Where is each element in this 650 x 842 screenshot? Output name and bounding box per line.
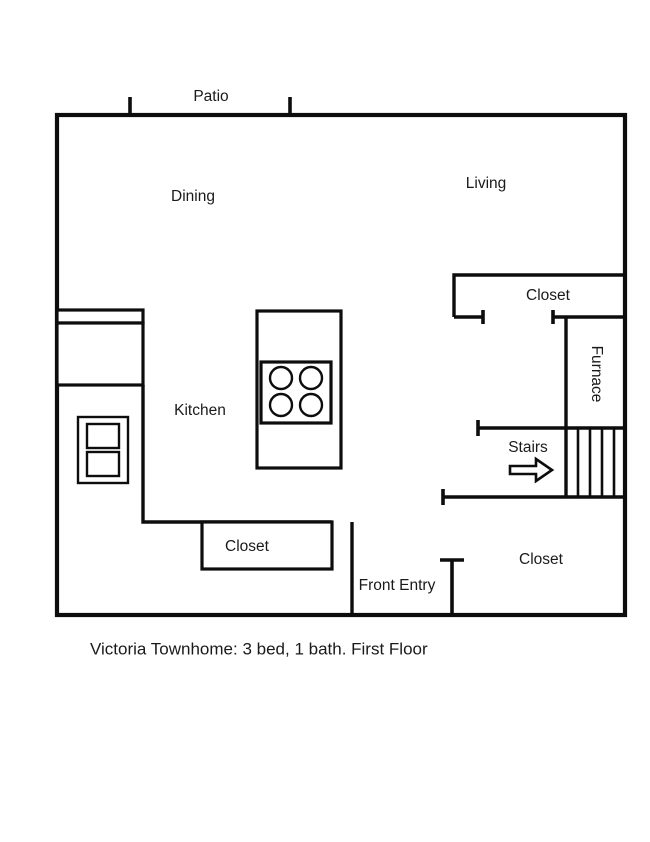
burner-bottom-right bbox=[298, 392, 324, 418]
stairs-group bbox=[441, 420, 625, 505]
door-markers-group bbox=[128, 97, 464, 615]
room-label-living: Living bbox=[466, 175, 507, 192]
sink-basin-upper bbox=[85, 422, 121, 450]
room-label-closet-stairs: Closet bbox=[519, 551, 564, 568]
caption-group: Victoria Townhome: 3 bed, 1 bath. First … bbox=[90, 639, 428, 658]
label-front-entry: Front Entry bbox=[359, 577, 436, 594]
kitchen-island-group bbox=[255, 309, 343, 470]
room-label-dining: Dining bbox=[171, 188, 215, 205]
room-label-closet-entry: Closet bbox=[225, 538, 270, 555]
burner-bottom-left bbox=[268, 392, 294, 418]
counter-backsplash-strip bbox=[55, 308, 145, 325]
burner-top-right bbox=[298, 365, 324, 391]
entry-closet-box bbox=[200, 520, 334, 571]
room-label-closet-living: Closet bbox=[526, 287, 571, 304]
room-labels-group: Dining Living Kitchen Closet Closet Clos… bbox=[171, 175, 605, 568]
burner-top-left bbox=[268, 365, 294, 391]
sink-basin-lower bbox=[85, 450, 121, 478]
plan-caption: Victoria Townhome: 3 bed, 1 bath. First … bbox=[90, 639, 428, 658]
stairs-direction-arrow bbox=[508, 456, 555, 484]
room-label-furnace: Furnace bbox=[588, 346, 605, 403]
living-closet-walls bbox=[452, 273, 625, 317]
room-label-kitchen: Kitchen bbox=[174, 402, 226, 419]
living-closet-group bbox=[452, 273, 625, 324]
kitchen-sink-group bbox=[76, 415, 130, 485]
room-label-stairs: Stairs bbox=[508, 439, 548, 456]
label-patio: Patio bbox=[193, 88, 228, 105]
entry-closet-group bbox=[200, 520, 334, 571]
kitchen-counter bbox=[55, 321, 145, 387]
exterior-labels-group: Patio Front Entry bbox=[193, 88, 435, 594]
kitchen-counter-group bbox=[55, 308, 145, 387]
